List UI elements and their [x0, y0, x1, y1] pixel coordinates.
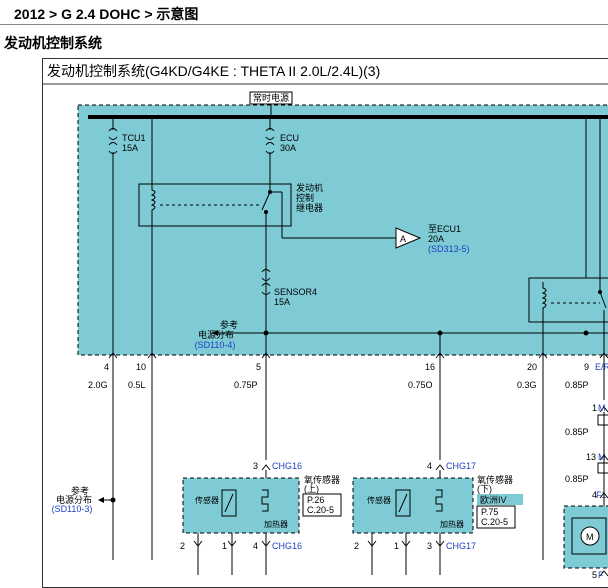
right-pin-4: 5	[592, 570, 597, 578]
sensor-down-connector[interactable]: CHG17	[446, 461, 476, 471]
to-ecu1-rating: 20A	[428, 234, 444, 244]
sensor-up-connector[interactable]: CHG16	[272, 461, 302, 471]
ref-left-link[interactable]: (SD110-3)	[52, 504, 93, 514]
sensor-up-coord: C.20-5	[307, 505, 334, 515]
right-conn-2[interactable]: M	[598, 452, 606, 462]
right-conn-1[interactable]: M	[598, 403, 606, 413]
wire-0-5l: 0.5L	[128, 380, 146, 390]
connector-a	[395, 227, 422, 249]
region-badge	[477, 494, 523, 505]
fuse-sensor4	[261, 269, 271, 295]
sensor-up-pin-a: 2	[180, 541, 185, 551]
ref-top-label-1: 参考	[220, 319, 238, 330]
sensor-down-pin-b: 1	[394, 541, 399, 551]
pin-9: 9	[584, 362, 589, 372]
sensor-down-coord: C.20-5	[481, 517, 508, 527]
wire-0-75p: 0.75P	[234, 380, 258, 390]
sensor-up-pin-c: 4	[253, 541, 258, 551]
pin-20: 20	[527, 362, 537, 372]
sensor-down-pos: (下)	[477, 484, 492, 494]
right-wire-1: 0.85P	[565, 427, 589, 437]
oxygen-sensor-down	[352, 477, 474, 534]
to-ecu1-ref[interactable]: (SD313-5)	[428, 244, 470, 254]
sensor-down-title: 氧传感器	[477, 474, 513, 485]
right-pin-2: 13	[586, 452, 596, 462]
pin-er[interactable]: E/R	[595, 362, 608, 372]
connector-a-label: A	[400, 234, 406, 244]
ref-top-label-2: 电源分布	[198, 329, 234, 340]
fuse-ecu	[265, 117, 275, 190]
relay-label-3: 继电器	[296, 202, 323, 213]
sensor-up-bottom-connector[interactable]: CHG16	[272, 541, 302, 551]
fuse-sensor4-name: SENSOR4	[274, 287, 317, 297]
wire-0-3g: 0.3G	[517, 380, 537, 390]
fuse-tcu1-rating: 15A	[122, 143, 138, 153]
sensor-down-pin-c: 3	[427, 541, 432, 551]
relay-label-2: 控制	[296, 192, 314, 203]
sensor-up-pin-b: 1	[222, 541, 227, 551]
sensor-down-page: P.75	[481, 507, 498, 517]
fuse-ecu-name: ECU	[280, 133, 299, 143]
pin-4: 4	[104, 362, 109, 372]
relay-label-1: 发动机	[296, 182, 323, 193]
sensor-up-heater-label: 加热器	[264, 519, 288, 529]
pin-10: 10	[136, 362, 146, 372]
power-label: 常时电源	[253, 92, 289, 103]
sensor-up-page: P.26	[307, 495, 324, 505]
pin-5: 5	[256, 362, 261, 372]
engine-control-relay	[138, 183, 292, 227]
right-conn-3[interactable]: F1	[596, 490, 607, 500]
sensor-down-bottom-connector[interactable]: CHG17	[446, 541, 476, 551]
wire-0-75o: 0.75O	[408, 380, 433, 390]
right-pin-3: 4	[592, 490, 597, 500]
right-conn-4[interactable]: F	[598, 570, 604, 578]
oxygen-sensor-up	[182, 477, 300, 534]
fuse-tcu1	[108, 117, 118, 360]
fuse-tcu1-name: TCU1	[122, 133, 146, 143]
breadcrumb-divider	[0, 24, 608, 25]
sensor-up-pos: (上)	[304, 484, 319, 494]
ref-left-label-1: 参考	[71, 485, 89, 496]
motor-icon	[580, 526, 600, 546]
sensor-down-sensor-label: 传感器	[367, 495, 391, 505]
junction-box	[77, 104, 608, 356]
sensor-up-sensor-label: 传感器	[195, 495, 219, 505]
ref-top-link[interactable]: (SD110-4)	[195, 340, 236, 350]
breadcrumb[interactable]: 2012 > G 2.4 DOHC > 示意图	[14, 6, 199, 22]
pin-16: 16	[425, 362, 435, 372]
sensor-down-pin-a: 2	[354, 541, 359, 551]
wire-2-0g: 2.0G	[88, 380, 108, 390]
section-title: 发动机控制系统	[4, 35, 102, 51]
sensor-down-region: 欧洲IV	[480, 494, 507, 505]
sensor-down-heater-label: 加热器	[440, 519, 464, 529]
ref-left-label-2: 电源分布	[56, 494, 92, 505]
motor-label: M	[586, 532, 594, 542]
sensor-up-title: 氧传感器	[304, 474, 340, 485]
diagram-title: 发动机控制系统(G4KD/G4KE : THETA II 2.0L/2.4L)(…	[47, 63, 381, 79]
right-pin-1: 1	[592, 403, 597, 413]
sensor-up-pin: 3	[253, 461, 258, 471]
right-wire-2: 0.85P	[565, 474, 589, 484]
fuse-sensor4-rating: 15A	[274, 297, 290, 307]
fuse-ecu-rating: 30A	[280, 143, 296, 153]
wire-0-85p: 0.85P	[565, 380, 589, 390]
to-ecu1-label: 至ECU1	[428, 224, 461, 234]
sensor-down-pin: 4	[427, 461, 432, 471]
